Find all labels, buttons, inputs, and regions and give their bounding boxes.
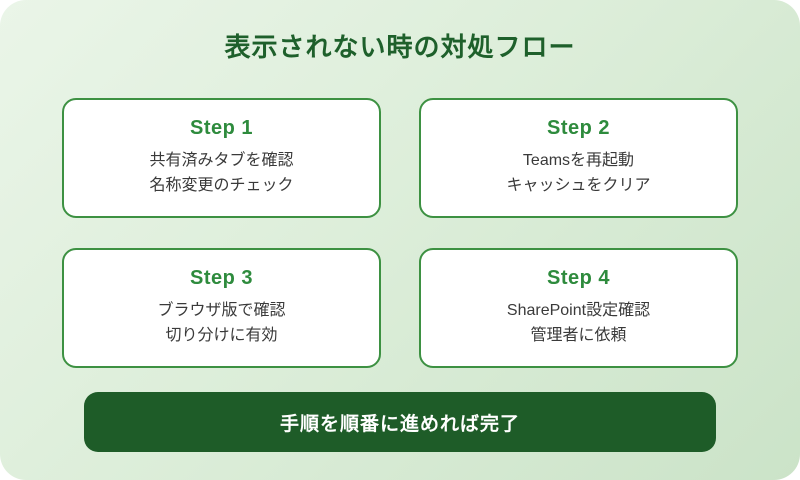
step-1-line-1: 共有済みタブを確認 — [149, 152, 294, 170]
step-card-1: Step 1 共有済みタブを確認 名称変更のチェック — [62, 98, 381, 218]
step-4-line-2: 管理者に依頼 — [530, 327, 627, 344]
completion-banner-text: 手順を順番に進めれば完了 — [279, 413, 520, 435]
step-3-label: Step 3 — [189, 267, 254, 290]
step-1-line-2: 名称変更のチェック — [149, 177, 294, 194]
step-card-3: Step 3 ブラウザ版で確認 切り分けに有効 — [62, 248, 381, 368]
step-card-4: Step 4 SharePoint設定確認 管理者に依頼 — [419, 248, 738, 368]
steps-grid: Step 1 共有済みタブを確認 名称変更のチェック Step 2 Teamsを… — [62, 98, 738, 368]
step-1-label: Step 1 — [189, 117, 254, 140]
step-3-line-2: 切り分けに有効 — [165, 327, 278, 344]
step-4-label: Step 4 — [546, 267, 611, 290]
step-3-line-1: ブラウザ版で確認 — [157, 302, 286, 320]
step-2-label: Step 2 — [546, 117, 611, 140]
step-2-line-1: Teamsを再起動 — [522, 152, 635, 170]
step-2-line-2: キャッシュをクリア — [506, 177, 651, 194]
page-title: 表示されない時の対処フロー — [224, 32, 576, 62]
step-card-2: Step 2 Teamsを再起動 キャッシュをクリア — [419, 98, 738, 218]
step-4-line-1: SharePoint設定確認 — [506, 302, 651, 320]
completion-banner: 手順を順番に進めれば完了 — [84, 392, 716, 452]
